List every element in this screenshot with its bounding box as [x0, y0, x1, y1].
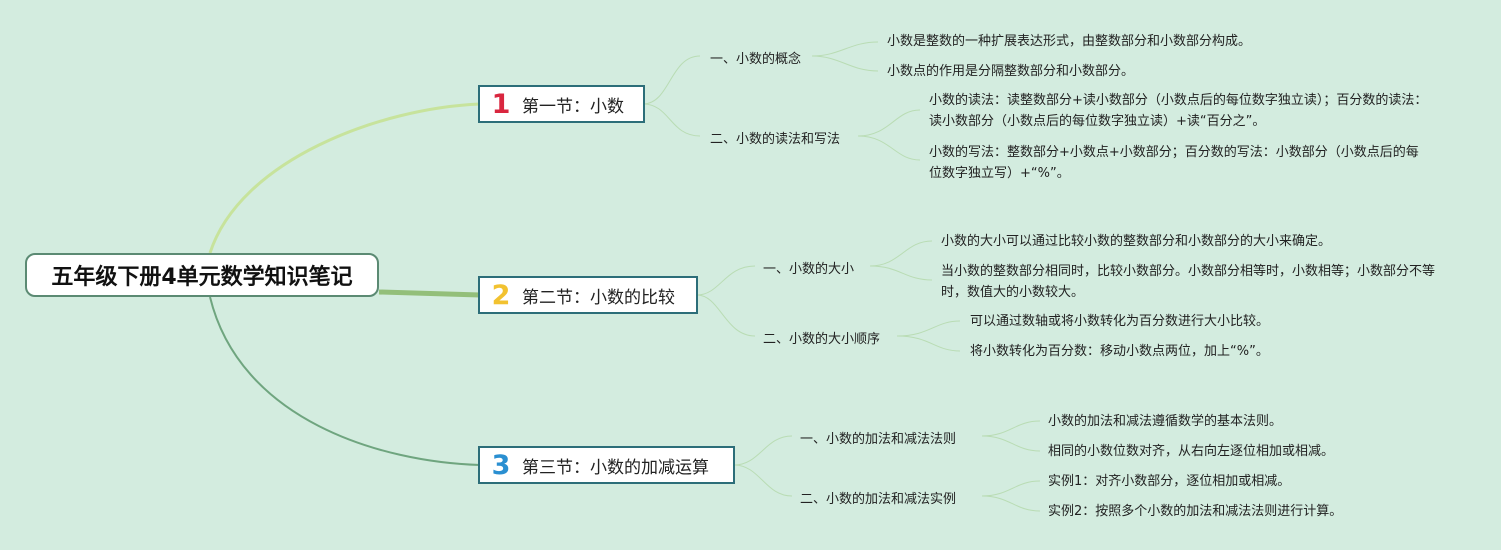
subtopic-3-2[interactable]: 二、小数的加法和减法实例: [800, 492, 957, 507]
leaf-1-2-2[interactable]: 小数的写法：整数部分+小数点+小数部分；百分数的写法：小数部分（小数点后的每位数…: [929, 145, 1419, 181]
section-3-node[interactable]: 3 第三节：小数的加减运算: [478, 446, 735, 484]
section-1-node[interactable]: 1 第一节：小数: [478, 85, 645, 123]
leaf-1-1-2[interactable]: 小数点的作用是分隔整数部分和小数部分。: [887, 64, 1135, 79]
section-2-title: 第二节：小数的比较: [522, 287, 675, 308]
number-1-icon: 1: [491, 88, 511, 120]
number-2-icon: 2: [491, 279, 511, 311]
leaf-3-1-1[interactable]: 小数的加法和减法遵循数学的基本法则。: [1048, 414, 1283, 429]
subtopic-3-1[interactable]: 一、小数的加法和减法法则: [800, 432, 957, 447]
subtopic-2-2[interactable]: 二、小数的大小顺序: [763, 332, 881, 347]
link-root-sec3: [209, 296, 481, 466]
number-3-icon: 3: [491, 449, 511, 481]
root-topic[interactable]: 五年级下册4单元数学知识笔记: [25, 253, 379, 297]
leaf-2-2-2[interactable]: 将小数转化为百分数：移动小数点两位，加上“%”。: [970, 344, 1269, 359]
section-1-title: 第一节：小数: [522, 96, 624, 117]
leaf-3-2-2[interactable]: 实例2：按照多个小数的加法和减法法则进行计算。: [1048, 504, 1343, 519]
section-3-title: 第三节：小数的加减运算: [522, 457, 709, 478]
section-2-node[interactable]: 2 第二节：小数的比较: [478, 276, 698, 314]
leaf-1-2-1[interactable]: 小数的读法：读整数部分+读小数部分（小数点后的每位数字独立读）；百分数的读法：读…: [929, 93, 1428, 129]
leaf-3-1-2[interactable]: 相同的小数位数对齐，从右向左逐位相加或相减。: [1048, 444, 1335, 459]
subtopic-2-1[interactable]: 一、小数的大小: [763, 262, 855, 277]
subtopic-1-1[interactable]: 一、小数的概念: [710, 52, 802, 67]
leaf-2-1-2[interactable]: 当小数的整数部分相同时，比较小数部分。小数部分相等时，小数相等；小数部分不等时，…: [941, 264, 1436, 300]
link-root-sec1: [208, 102, 481, 254]
link-root-sec2: [378, 289, 481, 298]
leaf-3-2-1[interactable]: 实例1：对齐小数部分，逐位相加或相减。: [1048, 474, 1291, 489]
leaf-2-1-1[interactable]: 小数的大小可以通过比较小数的整数部分和小数部分的大小来确定。: [941, 234, 1332, 249]
leaf-1-1-1[interactable]: 小数是整数的一种扩展表达形式，由整数部分和小数部分构成。: [887, 34, 1252, 49]
leaf-2-2-1[interactable]: 可以通过数轴或将小数转化为百分数进行大小比较。: [970, 314, 1270, 329]
subtopic-1-2[interactable]: 二、小数的读法和写法: [710, 132, 841, 147]
root-title: 五年级下册4单元数学知识笔记: [51, 265, 353, 290]
